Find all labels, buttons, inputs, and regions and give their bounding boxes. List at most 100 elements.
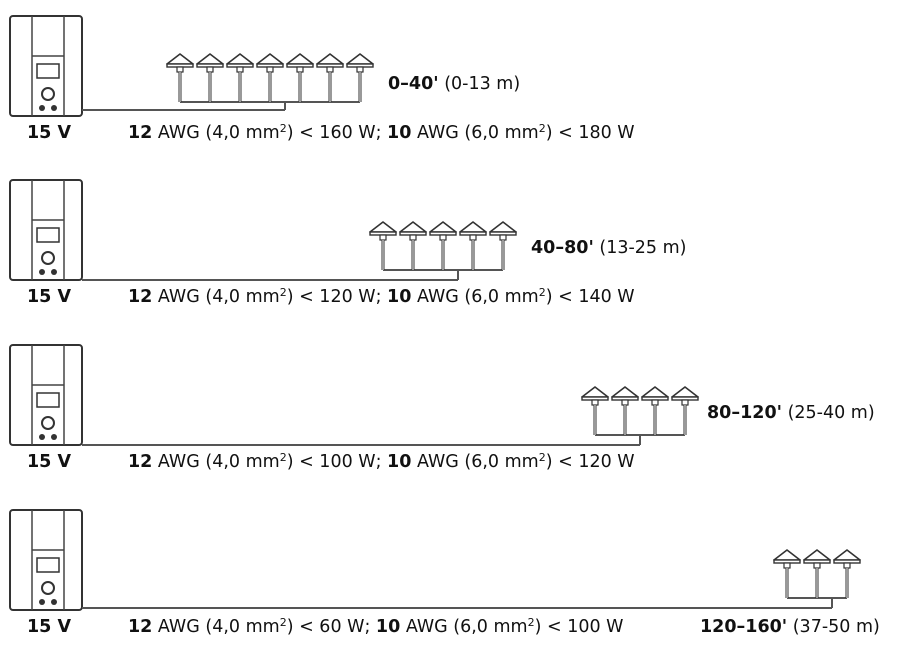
awg10-value: 10	[375, 617, 401, 637]
wire-spec: 12 AWG (4,0 mm2) < 120 W; 10 AWG (6,0 mm…	[128, 287, 635, 307]
distance-ft: 80–120'	[707, 403, 782, 423]
path-light-icon	[256, 53, 284, 65]
knob-icon	[51, 269, 57, 275]
path-light-icon	[611, 386, 639, 398]
sup: 2	[279, 122, 287, 135]
lamp-neck	[296, 66, 304, 73]
awg10-value: 10	[387, 287, 412, 307]
path-light-icon	[316, 53, 344, 65]
dial-icon	[41, 87, 55, 101]
path-light-icon	[346, 53, 374, 65]
knob-icon	[51, 434, 57, 440]
lamp-neck	[379, 234, 387, 241]
awg12-value: 12	[128, 287, 153, 307]
awg10-text: AWG (6,0 mm	[400, 617, 528, 637]
path-light-icon	[369, 221, 397, 233]
lamp-neck	[681, 399, 689, 406]
awg10-limit: ) < 120 W	[545, 452, 635, 472]
awg12-value: 12	[128, 617, 153, 637]
display-icon	[36, 63, 60, 79]
path-light-icon	[773, 549, 801, 561]
awg10-value: 10	[387, 123, 412, 143]
display-icon	[36, 557, 60, 573]
dial-icon	[41, 251, 55, 265]
lamp-neck	[499, 234, 507, 241]
lamp-neck	[783, 562, 791, 569]
sup: 2	[279, 451, 287, 464]
voltage-label: 15 V	[27, 287, 71, 307]
awg12-limit: ) < 160 W;	[286, 123, 388, 143]
voltage-label: 15 V	[27, 617, 71, 637]
path-light-icon	[399, 221, 427, 233]
lamp-neck	[266, 66, 274, 73]
awg12-text: AWG (4,0 mm	[152, 617, 280, 637]
distance-m: (13-25 m)	[593, 238, 687, 258]
lamp-neck	[591, 399, 599, 406]
display-icon	[36, 392, 60, 408]
dial-icon	[41, 581, 55, 595]
sup: 2	[538, 122, 546, 135]
distance-label: 40–80' (13-25 m)	[531, 238, 687, 258]
lamp-neck	[236, 66, 244, 73]
path-light-icon	[581, 386, 609, 398]
path-light-icon	[226, 53, 254, 65]
wire-spec: 12 AWG (4,0 mm2) < 160 W; 10 AWG (6,0 mm…	[128, 123, 635, 143]
path-light-icon	[429, 221, 457, 233]
dial-icon	[41, 416, 55, 430]
lamp-neck	[813, 562, 821, 569]
distance-m: (25-40 m)	[782, 403, 875, 423]
distance-m: (37-50 m)	[787, 617, 880, 637]
lamp-neck	[439, 234, 447, 241]
awg10-limit: ) < 140 W	[545, 287, 635, 307]
path-light-icon	[641, 386, 669, 398]
awg12-limit: ) < 100 W;	[286, 452, 388, 472]
knob-icon	[51, 599, 57, 605]
awg12-limit: ) < 60 W;	[286, 617, 376, 637]
lamp-neck	[843, 562, 851, 569]
lamp-neck	[356, 66, 364, 73]
distance-m: (0-13 m)	[438, 74, 521, 94]
sup: 2	[279, 616, 287, 629]
path-light-icon	[833, 549, 861, 561]
awg10-limit: ) < 180 W	[545, 123, 635, 143]
knob-icon	[39, 269, 45, 275]
awg12-value: 12	[128, 452, 153, 472]
knob-icon	[39, 599, 45, 605]
path-light-icon	[459, 221, 487, 233]
knob-icon	[39, 105, 45, 111]
path-light-icon	[803, 549, 831, 561]
distance-label: 0–40' (0-13 m)	[388, 74, 520, 94]
awg12-text: AWG (4,0 mm	[152, 123, 280, 143]
sup: 2	[527, 616, 535, 629]
lamp-neck	[651, 399, 659, 406]
awg10-text: AWG (6,0 mm	[411, 452, 539, 472]
wire-spec: 12 AWG (4,0 mm2) < 100 W; 10 AWG (6,0 mm…	[128, 452, 635, 472]
awg10-limit: ) < 100 W	[534, 617, 624, 637]
awg10-value: 10	[387, 452, 412, 472]
lamp-neck	[206, 66, 214, 73]
lamp-neck	[621, 399, 629, 406]
path-light-icon	[286, 53, 314, 65]
path-light-icon	[166, 53, 194, 65]
lamp-neck	[409, 234, 417, 241]
awg12-limit: ) < 120 W;	[286, 287, 388, 307]
awg12-text: AWG (4,0 mm	[152, 287, 280, 307]
sup: 2	[538, 451, 546, 464]
distance-label: 80–120' (25-40 m)	[707, 403, 875, 423]
sup: 2	[538, 286, 546, 299]
awg10-text: AWG (6,0 mm	[411, 123, 539, 143]
knob-icon	[39, 434, 45, 440]
knob-icon	[51, 105, 57, 111]
lamp-neck	[176, 66, 184, 73]
lamp-neck	[469, 234, 477, 241]
lamp-neck	[326, 66, 334, 73]
voltage-label: 15 V	[27, 123, 71, 143]
distance-ft: 40–80'	[531, 238, 594, 258]
distance-ft: 0–40'	[388, 74, 439, 94]
voltage-label: 15 V	[27, 452, 71, 472]
awg12-text: AWG (4,0 mm	[152, 452, 280, 472]
path-light-icon	[489, 221, 517, 233]
sup: 2	[279, 286, 287, 299]
awg12-value: 12	[128, 123, 153, 143]
distance-label: 120–160' (37-50 m)	[700, 617, 880, 637]
